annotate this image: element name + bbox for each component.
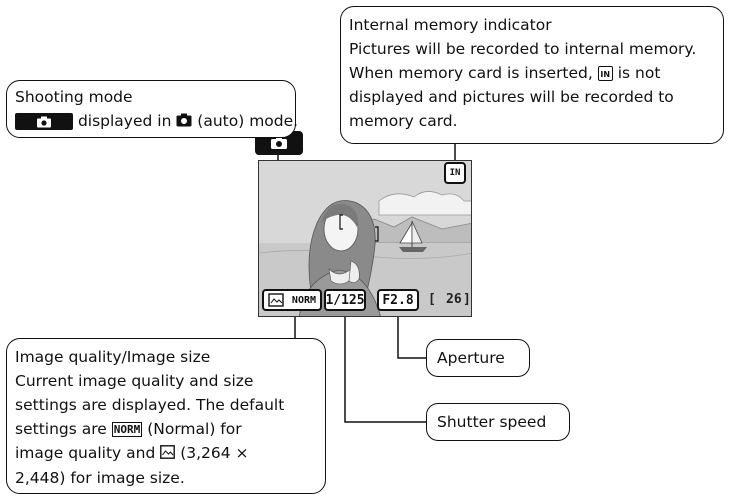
image-size-icon: [160, 442, 176, 466]
image-quality-callout: Image quality/Image size Current image q…: [6, 338, 326, 494]
aperture-leader: [397, 310, 426, 359]
internal-memory-title: Internal memory indicator: [349, 16, 552, 34]
norm-quality-label: NORM: [291, 294, 317, 306]
image-quality-title: Image quality/Image size: [15, 348, 211, 366]
shutter-speed-leader: [344, 310, 426, 423]
internal-memory-tag: IN: [444, 162, 466, 184]
image-quality-line-5: image quality and (3,264 ×: [15, 441, 317, 466]
exposures-remaining: 26: [446, 292, 462, 307]
image-size-icon: [268, 293, 284, 307]
aperture-tag: F2.8: [377, 289, 419, 311]
shutter-speed-value: 1/125: [325, 292, 365, 308]
internal-memory-icon: IN: [597, 66, 613, 81]
internal-memory-line-2: Pictures will be recorded to internal me…: [349, 40, 697, 58]
aperture-callout: Aperture: [426, 339, 530, 377]
aperture-value: F2.8: [382, 292, 414, 308]
image-quality-line-4: settings are NORM (Normal) for: [15, 420, 242, 438]
sailboat-icon: [399, 220, 427, 252]
shutter-speed-callout: Shutter speed: [426, 403, 570, 441]
internal-memory-callout: Internal memory indicator Pictures will …: [340, 6, 724, 144]
shooting-mode-title: Shooting mode: [15, 88, 133, 106]
image-quality-line-3: settings are displayed. The default: [15, 396, 285, 414]
camera-icon: [15, 113, 73, 130]
internal-memory-icon: IN: [449, 168, 461, 178]
shutter-speed-label: Shutter speed: [437, 413, 547, 431]
internal-memory-line-5: memory card.: [349, 112, 458, 130]
norm-quality-icon: NORM: [111, 422, 143, 437]
shutter-speed-tag: 1/125: [324, 289, 366, 311]
internal-memory-line-3: When memory card is inserted, IN is not: [349, 64, 661, 82]
image-quality-line-2: Current image quality and size: [15, 372, 254, 390]
shooting-mode-callout: Shooting mode displayed in (auto) mode.: [6, 80, 298, 138]
exposures-remaining-close-bracket: ]: [463, 292, 471, 307]
auto-mode-icon: [176, 110, 192, 134]
internal-memory-line-4: displayed and pictures will be recorded …: [349, 88, 674, 106]
exposures-remaining-open-bracket: [: [428, 292, 436, 307]
shooting-mode-description: displayed in (auto) mode.: [15, 109, 298, 134]
camera-icon: [271, 136, 287, 149]
image-quality-line-6: 2,448) for image size.: [15, 468, 185, 487]
image-quality-size-tag: NORM: [262, 289, 322, 311]
aperture-label: Aperture: [437, 349, 505, 367]
